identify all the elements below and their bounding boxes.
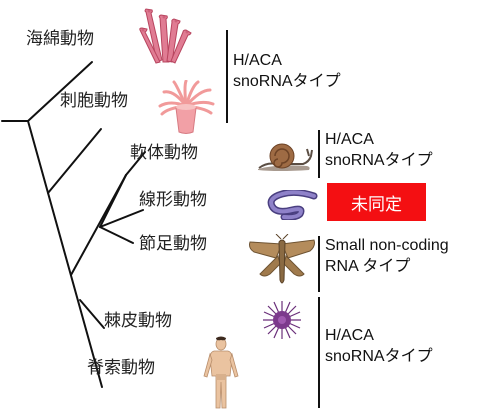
- rna-type-line-1: Small non-coding: [325, 237, 449, 254]
- human-icon: [203, 336, 239, 409]
- tree-branch-porifera: [27, 61, 93, 122]
- taxon-label-nematoda: 線形動物: [139, 190, 207, 210]
- sea-anemone-icon: [158, 80, 215, 134]
- rna-type-line-2: snoRNAタイプ: [325, 152, 433, 169]
- group-bar-sponge-cnidaria: [226, 30, 228, 123]
- undetermined-badge: 未同定: [327, 183, 426, 221]
- moth-icon: [249, 234, 315, 284]
- tree-branch-echinodermata: [79, 299, 105, 329]
- rna-type-line-2: snoRNAタイプ: [233, 73, 341, 90]
- group-bar-deuterostomes: [318, 297, 320, 408]
- snail-icon: [258, 143, 313, 171]
- rna-type-line-2: snoRNAタイプ: [325, 348, 433, 365]
- rna-type-sponge-cnidaria: H/ACA snoRNAタイプ: [233, 50, 341, 92]
- tree-branch-main: [27, 120, 103, 388]
- rna-type-line-2: RNA タイプ: [325, 258, 411, 275]
- rna-type-arthropoda: Small non-coding RNA タイプ: [325, 235, 449, 277]
- taxon-label-echinodermata: 棘皮動物: [104, 311, 172, 331]
- rna-type-line-1: H/ACA: [325, 327, 374, 344]
- rna-type-mollusca: H/ACA snoRNAタイプ: [325, 129, 433, 171]
- taxon-label-porifera: 海綿動物: [26, 29, 94, 49]
- sea-urchin-icon: [263, 301, 301, 339]
- taxon-label-cnidaria: 刺胞動物: [60, 91, 128, 111]
- tree-branch-cnidaria: [47, 128, 102, 194]
- tree-branch-nematoda: [99, 209, 144, 228]
- rna-type-deuterostomes: H/ACA snoRNAタイプ: [325, 325, 433, 367]
- sponge-icon: [139, 8, 192, 64]
- rna-type-line-1: H/ACA: [233, 52, 282, 69]
- rna-type-line-1: H/ACA: [325, 131, 374, 148]
- taxon-label-mollusca: 軟体動物: [130, 143, 198, 163]
- group-bar-arthropoda: [318, 236, 320, 292]
- worm-icon: [267, 190, 318, 220]
- group-bar-mollusca: [318, 130, 320, 178]
- taxon-label-chordata: 脊索動物: [87, 358, 155, 378]
- tree-branch-arthropoda: [99, 226, 134, 244]
- undetermined-label: 未同定: [351, 194, 402, 215]
- taxon-label-arthropoda: 節足動物: [139, 234, 207, 254]
- tree-branch-mollusca: [125, 151, 146, 176]
- tree-branch-ecdysozoa: [99, 174, 127, 228]
